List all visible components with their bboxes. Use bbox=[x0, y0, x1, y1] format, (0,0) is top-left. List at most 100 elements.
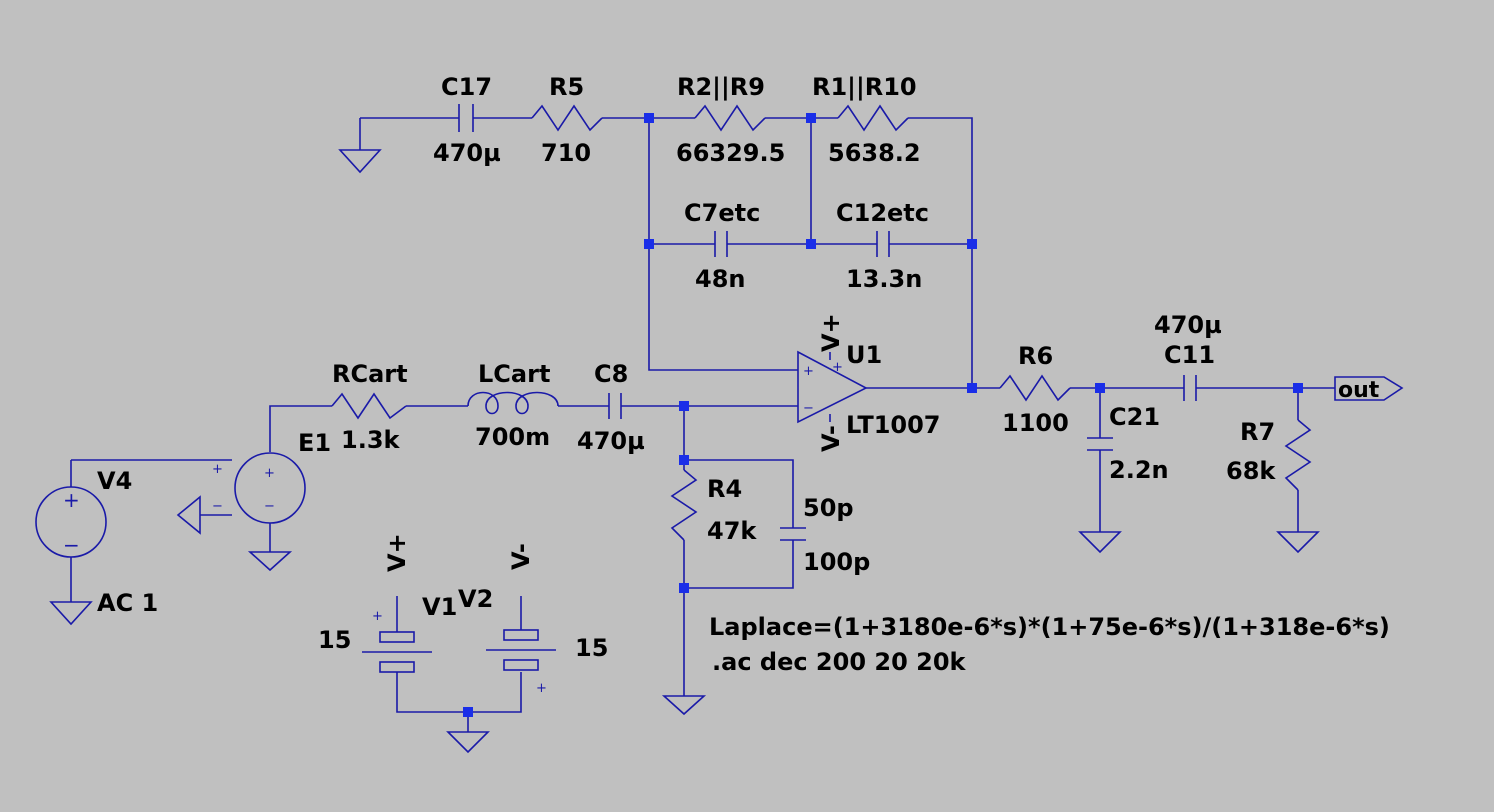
c7-symbol bbox=[714, 231, 728, 257]
e1-name: E1 bbox=[298, 429, 331, 457]
rcart-name: RCart bbox=[332, 360, 408, 388]
junctions bbox=[463, 113, 1303, 717]
e1-ctrl-plus-sign: + bbox=[212, 462, 223, 477]
junction-dot bbox=[644, 113, 654, 123]
ground-icon bbox=[446, 731, 490, 754]
u1-vplus-pin-label: V+ bbox=[817, 313, 845, 352]
junction-dot bbox=[679, 401, 689, 411]
c21-value: 2.2n bbox=[1109, 456, 1169, 484]
out-label: out bbox=[1338, 378, 1380, 403]
junction-dot bbox=[967, 383, 977, 393]
c17-symbol bbox=[458, 104, 474, 132]
ground-icon bbox=[661, 695, 707, 716]
ground-icon bbox=[247, 551, 293, 572]
u1-vminus-pin-label: V- bbox=[817, 425, 845, 452]
lcart-value: 700m bbox=[475, 423, 550, 451]
r1r10-value: 5638.2 bbox=[828, 139, 921, 167]
cpar-symbol bbox=[780, 527, 806, 541]
cpar-value-1: 50p bbox=[803, 494, 854, 522]
ground-icon bbox=[1078, 531, 1122, 554]
ground-icon bbox=[1276, 531, 1320, 554]
opamp-vplus-pin-sign: + bbox=[832, 360, 843, 375]
v1-supply-symbol: + bbox=[362, 609, 432, 673]
ground-icon bbox=[49, 601, 93, 626]
r6-name: R6 bbox=[1018, 342, 1053, 370]
u1-model: LT1007 bbox=[846, 411, 941, 439]
r4-name: R4 bbox=[707, 475, 742, 503]
v1-net-label: V+ bbox=[383, 533, 411, 572]
c12-symbol bbox=[876, 231, 890, 257]
r1r10-name: R1||R10 bbox=[812, 73, 917, 101]
r5-value: 710 bbox=[541, 139, 591, 167]
junction-dot bbox=[463, 707, 473, 717]
v4-plus-sign: + bbox=[63, 488, 80, 512]
r7-value: 68k bbox=[1226, 457, 1276, 485]
junction-dot bbox=[679, 455, 689, 465]
ground-icon bbox=[338, 149, 382, 174]
c11-value: 470µ bbox=[1154, 311, 1222, 339]
ground-symbols bbox=[49, 149, 1320, 754]
v2-value: 15 bbox=[575, 634, 608, 662]
junction-dot bbox=[644, 239, 654, 249]
r6-symbol bbox=[999, 374, 1071, 402]
c21-name: C21 bbox=[1109, 403, 1160, 431]
v2-supply-symbol: + bbox=[486, 629, 556, 696]
r2r9-value: 66329.5 bbox=[676, 139, 785, 167]
junction-dot bbox=[806, 113, 816, 123]
cpar-value-2: 100p bbox=[803, 548, 870, 576]
v1-value: 15 bbox=[318, 626, 351, 654]
e1-ctrl-minus-sign: − bbox=[212, 499, 223, 514]
v4-value: AC 1 bbox=[97, 589, 158, 617]
junction-dot bbox=[806, 239, 816, 249]
v4-source-symbol: + − bbox=[35, 486, 107, 558]
e1-minus-sign: − bbox=[264, 499, 275, 514]
r5-symbol bbox=[531, 104, 603, 132]
lcart-symbol bbox=[467, 391, 559, 415]
e1-source-symbol: + − + − bbox=[212, 452, 306, 524]
v2-name: V2 bbox=[458, 585, 493, 613]
v4-minus-sign: − bbox=[63, 533, 80, 557]
opamp-minus-sign: − bbox=[803, 401, 814, 416]
c12-name: C12etc bbox=[836, 199, 929, 227]
labels: C17 470µ R5 710 R2||R9 66329.5 R1||R10 5… bbox=[97, 73, 1390, 676]
junction-dot bbox=[967, 239, 977, 249]
r7-name: R7 bbox=[1240, 418, 1275, 446]
opamp-u1-symbol: + − + bbox=[797, 350, 868, 424]
c7-value: 48n bbox=[695, 265, 745, 293]
v2-net-label: V- bbox=[507, 543, 535, 570]
c8-name: C8 bbox=[594, 360, 628, 388]
v4-name: V4 bbox=[97, 467, 132, 495]
r6-value: 1100 bbox=[1002, 409, 1069, 437]
r2r9-name: R2||R9 bbox=[677, 73, 765, 101]
v1-name: V1 bbox=[422, 593, 457, 621]
c17-name: C17 bbox=[441, 73, 492, 101]
junction-dot bbox=[1293, 383, 1303, 393]
u1-name: U1 bbox=[846, 341, 882, 369]
v1-plus-sign: + bbox=[372, 609, 383, 624]
e1-plus-sign: + bbox=[264, 466, 275, 481]
v2-plus-sign: + bbox=[536, 681, 547, 696]
c8-symbol bbox=[608, 393, 622, 419]
c12-value: 13.3n bbox=[846, 265, 922, 293]
ground-icon bbox=[176, 495, 201, 535]
rcart-symbol bbox=[331, 392, 407, 420]
r4-symbol bbox=[670, 469, 698, 541]
out-port-flag: out bbox=[1334, 376, 1404, 403]
laplace-directive: Laplace=(1+3180e-6*s)*(1+75e-6*s)/(1+318… bbox=[709, 613, 1390, 641]
ac-directive: .ac dec 200 20 20k bbox=[712, 648, 967, 676]
lcart-name: LCart bbox=[478, 360, 550, 388]
rcart-value: 1.3k bbox=[341, 426, 401, 454]
c7-name: C7etc bbox=[684, 199, 760, 227]
r4-value: 47k bbox=[707, 517, 757, 545]
r5-name: R5 bbox=[549, 73, 584, 101]
c8-value: 470µ bbox=[577, 427, 645, 455]
r7-symbol bbox=[1284, 419, 1312, 491]
c11-name: C11 bbox=[1164, 341, 1215, 369]
opamp-plus-sign: + bbox=[803, 364, 814, 379]
c17-value: 470µ bbox=[433, 139, 501, 167]
junction-dot bbox=[679, 583, 689, 593]
c11-symbol bbox=[1183, 375, 1197, 401]
r2r9-symbol bbox=[694, 104, 766, 132]
